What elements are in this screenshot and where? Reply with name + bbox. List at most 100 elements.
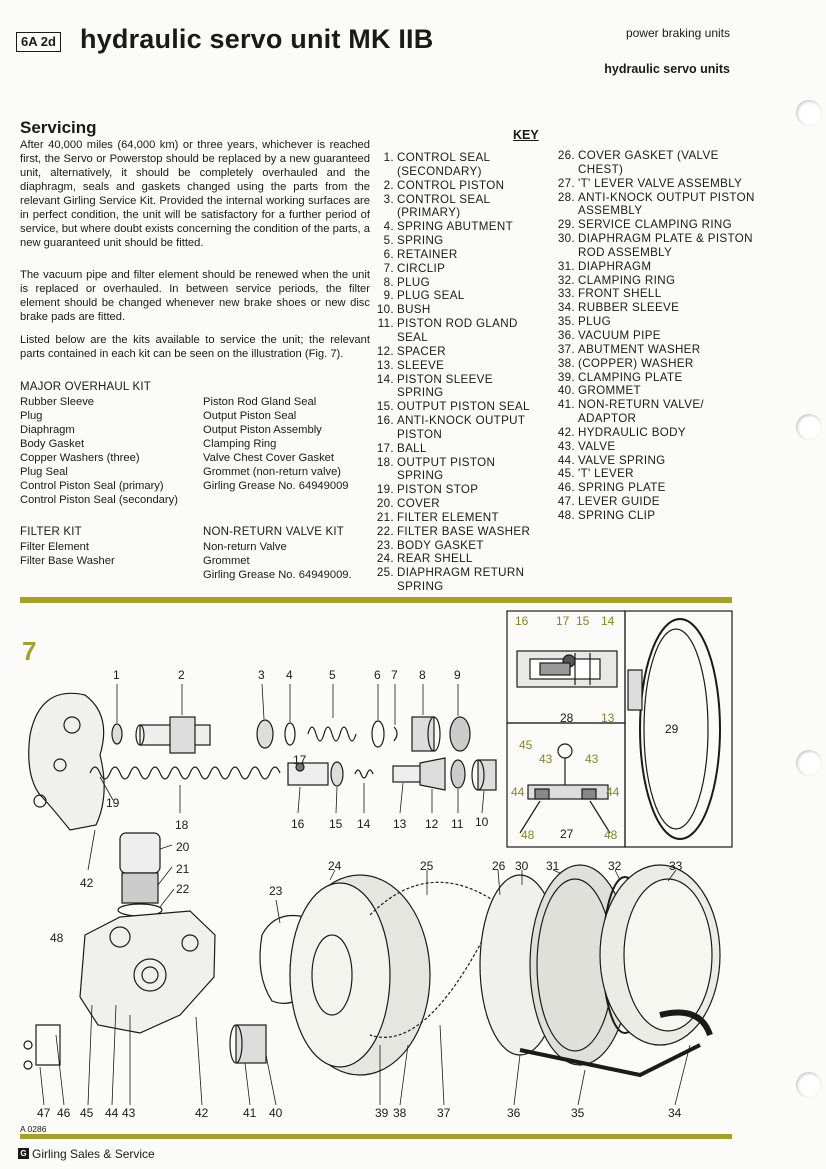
callout-label: 37 — [437, 1106, 451, 1120]
non-return-valve-kit-heading: NON-RETURN VALVE KIT — [203, 526, 344, 538]
major-overhaul-kit-heading: MAJOR OVERHAUL KIT — [20, 381, 151, 393]
servicing-paragraph: After 40,000 miles (64,000 km) or three … — [20, 139, 370, 249]
callout-label: 20 — [176, 840, 190, 854]
list-item: Control Piston Seal (secondary) — [20, 494, 178, 506]
spring-abutment — [284, 722, 296, 746]
key-item-text: CONTROL SEAL (SECONDARY) — [397, 151, 490, 178]
callout-label: 15 — [576, 614, 590, 628]
key-item: 48.SPRING CLIP — [555, 509, 758, 523]
key-item: 14.PISTON SLEEVE SPRING — [374, 373, 537, 401]
key-item-number: 35. — [557, 315, 575, 329]
callout-label: 30 — [515, 859, 529, 873]
key-item: 31.DIAPHRAGM — [555, 260, 758, 274]
non-return-valve-kit-list: Non-return Valve Grommet Girling Grease … — [203, 540, 352, 582]
servicing-heading: Servicing — [20, 118, 97, 137]
punch-hole — [796, 1072, 822, 1098]
plug — [411, 716, 441, 752]
callout-label: 18 — [175, 818, 189, 832]
key-item: 46.SPRING PLATE — [555, 481, 758, 495]
list-item: Grommet — [203, 555, 250, 567]
callout-label: 12 — [425, 817, 439, 831]
key-item: 42.HYDRAULIC BODY — [555, 426, 758, 440]
key-item: 23.BODY GASKET — [374, 539, 537, 553]
key-item-number: 20. — [376, 497, 394, 511]
section-code: 6A 2d — [16, 32, 61, 52]
callout-label: 4 — [286, 668, 293, 682]
callout-label: 23 — [269, 884, 283, 898]
cover — [119, 832, 161, 874]
key-item-text: CONTROL SEAL (PRIMARY) — [397, 192, 490, 220]
key-item: 37.ABUTMENT WASHER — [555, 343, 758, 357]
callout-label: 47 — [37, 1106, 51, 1120]
key-item-text: VACUUM PIPE — [578, 328, 661, 342]
callout-label: 15 — [329, 817, 343, 831]
key-item: 3.CONTROL SEAL (PRIMARY) — [374, 193, 537, 221]
category-label: power braking units — [625, 26, 730, 40]
key-item: 32.CLAMPING RING — [555, 274, 758, 288]
key-item: 36.VACUUM PIPE — [555, 329, 758, 343]
key-item-text: COVER GASKET (VALVE CHEST) — [578, 149, 719, 176]
key-item-text: PLUG SEAL — [397, 289, 465, 303]
key-item: 34.RUBBER SLEEVE — [555, 301, 758, 315]
key-item: 9.PLUG SEAL — [374, 289, 537, 303]
list-item: Filter Element — [20, 541, 90, 553]
list-item: Output Piston Seal — [203, 410, 297, 422]
callout-label: 44 — [606, 785, 620, 799]
key-item: 2.CONTROL PISTON — [374, 179, 537, 193]
list-item: Piston Rod Gland Seal — [203, 396, 317, 408]
key-item-text: SERVICE CLAMPING RING — [578, 218, 733, 232]
key-item-text: GROMMET — [578, 384, 641, 398]
callout-label: 21 — [176, 862, 190, 876]
key-item: 22.FILTER BASE WASHER — [374, 525, 537, 539]
callout-label: 11 — [451, 817, 464, 831]
key-item-text: 'T' LEVER — [578, 467, 634, 481]
key-item: 6.RETAINER — [374, 248, 537, 262]
diaphragm-plate — [479, 864, 631, 1066]
key-item: 10.BUSH — [374, 303, 537, 317]
key-item: 25.DIAPHRAGM RETURN SPRING — [374, 566, 537, 594]
figure-number: 7 — [22, 636, 37, 666]
key-item: 38.(COPPER) WASHER — [555, 357, 758, 371]
callout-label: 14 — [601, 614, 615, 628]
key-item-text: LEVER GUIDE — [578, 495, 660, 509]
key-item: 44.VALVE SPRING — [555, 454, 758, 468]
key-item-text: PLUG — [397, 275, 430, 289]
spacer — [419, 757, 446, 791]
servicing-paragraph: Listed below are the kits available to s… — [20, 334, 370, 360]
key-item-text: CLAMPING PLATE — [578, 370, 683, 384]
callout-label: 6 — [374, 668, 381, 682]
key-item-number: 33. — [557, 287, 575, 301]
key-item: 18.OUTPUT PISTON SPRING — [374, 456, 537, 484]
key-item-number: 4. — [383, 220, 394, 234]
key-item-text: BALL — [397, 441, 427, 455]
list-item: Rubber Sleeve — [20, 396, 95, 408]
key-item-text: DIAPHRAGM RETURN SPRING — [397, 566, 525, 594]
key-item: 26.COVER GASKET (VALVE CHEST) — [555, 149, 758, 177]
list-item: Girling Grease No. 64949009 — [203, 480, 349, 492]
key-item-number: 30. — [557, 232, 575, 246]
filter-element — [121, 872, 159, 904]
list-item: Output Piston Assembly — [203, 424, 322, 436]
callout-label: 24 — [328, 859, 342, 873]
callout-label: 45 — [519, 738, 533, 752]
callout-label: 8 — [419, 668, 426, 682]
key-item-text: SLEEVE — [397, 358, 445, 372]
key-item-text: CLAMPING RING — [578, 273, 676, 287]
key-item: 35.PLUG — [555, 315, 758, 329]
callout-label: 19 — [106, 796, 120, 810]
callout-label: 31 — [546, 859, 560, 873]
key-item: 15.OUTPUT PISTON SEAL — [374, 400, 537, 414]
key-item-number: 37. — [557, 342, 575, 356]
key-item-number: 26. — [557, 149, 575, 162]
key-item-number: 34. — [557, 301, 575, 315]
key-item-text: SPRING PLATE — [578, 481, 666, 495]
key-item-number: 19. — [376, 483, 394, 497]
key-item: 11.PISTON ROD GLAND SEAL — [374, 317, 537, 345]
key-item-number: 21. — [376, 510, 394, 524]
callout-label: 48 — [604, 828, 618, 842]
filter-kit-list: Filter Element Filter Base Washer — [20, 540, 115, 568]
key-item: 29.SERVICE CLAMPING RING — [555, 218, 758, 232]
retainer — [371, 720, 385, 748]
key-item-text: BUSH — [397, 303, 431, 317]
service-clamping-ring — [627, 618, 721, 840]
